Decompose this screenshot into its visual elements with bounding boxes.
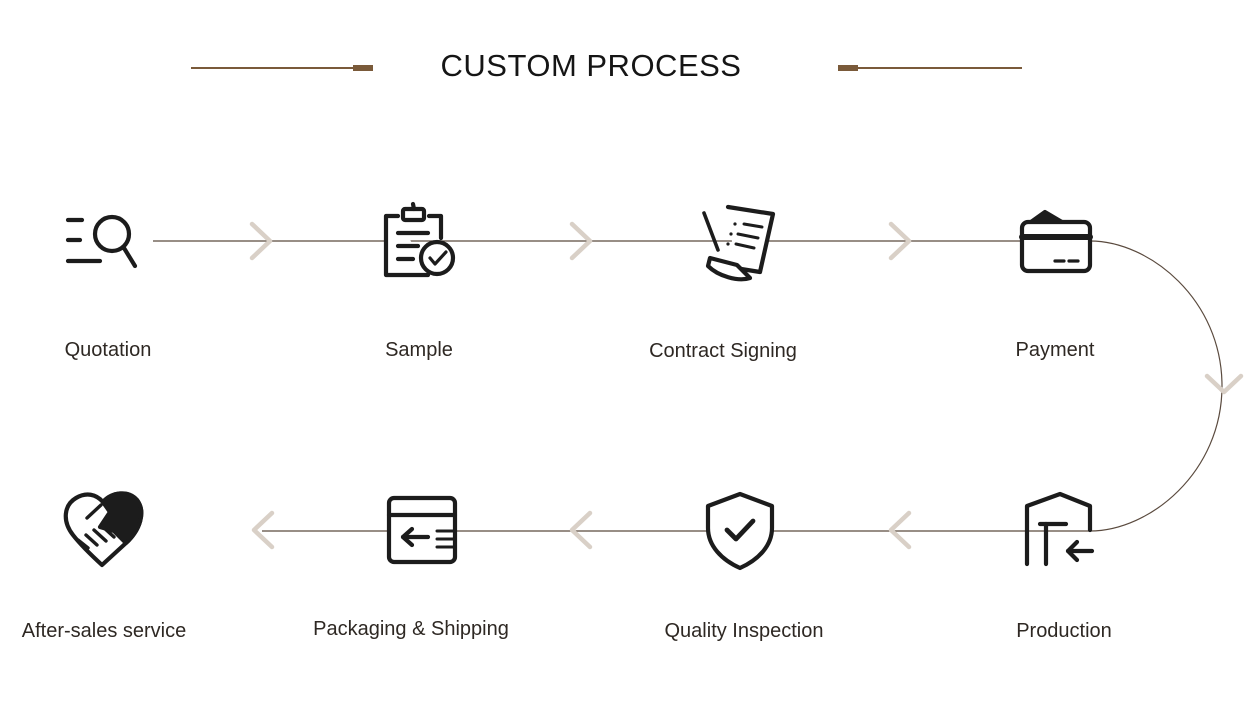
chevron-right-icon — [569, 221, 593, 261]
handshake-heart-icon — [63, 491, 144, 568]
title-decoration-right — [838, 65, 1022, 71]
step-label-production: Production — [1016, 620, 1112, 642]
step-label-after-sales: After-sales service — [21, 620, 187, 642]
step-label-quality-inspection: Quality Inspection — [664, 620, 824, 642]
chevron-left-icon — [888, 510, 912, 550]
chevron-left-icon — [569, 510, 593, 550]
package-box-icon — [386, 495, 458, 565]
step-label-quotation: Quotation — [64, 339, 152, 361]
page-title: CUSTOM PROCESS — [440, 48, 742, 83]
chevron-left-icon — [251, 510, 275, 550]
title-decoration-left — [191, 65, 373, 71]
chevron-right-icon — [249, 221, 273, 261]
step-label-sample: Sample — [385, 339, 453, 361]
wallet-card-icon — [1019, 209, 1093, 274]
chevron-right-icon — [888, 221, 912, 261]
chevron-down-icon — [1204, 373, 1244, 395]
step-label-contract-signing: Contract Signing — [649, 340, 797, 362]
connector-curve — [1089, 240, 1223, 532]
clipboard-check-icon — [383, 201, 456, 278]
step-label-payment: Payment — [1015, 339, 1095, 361]
shield-check-icon — [705, 491, 775, 571]
step-label-packaging-shipping: Packaging & Shipping — [313, 618, 509, 640]
search-list-icon — [65, 214, 138, 269]
contract-pen-icon — [702, 204, 776, 282]
factory-inbound-icon — [1024, 491, 1095, 567]
